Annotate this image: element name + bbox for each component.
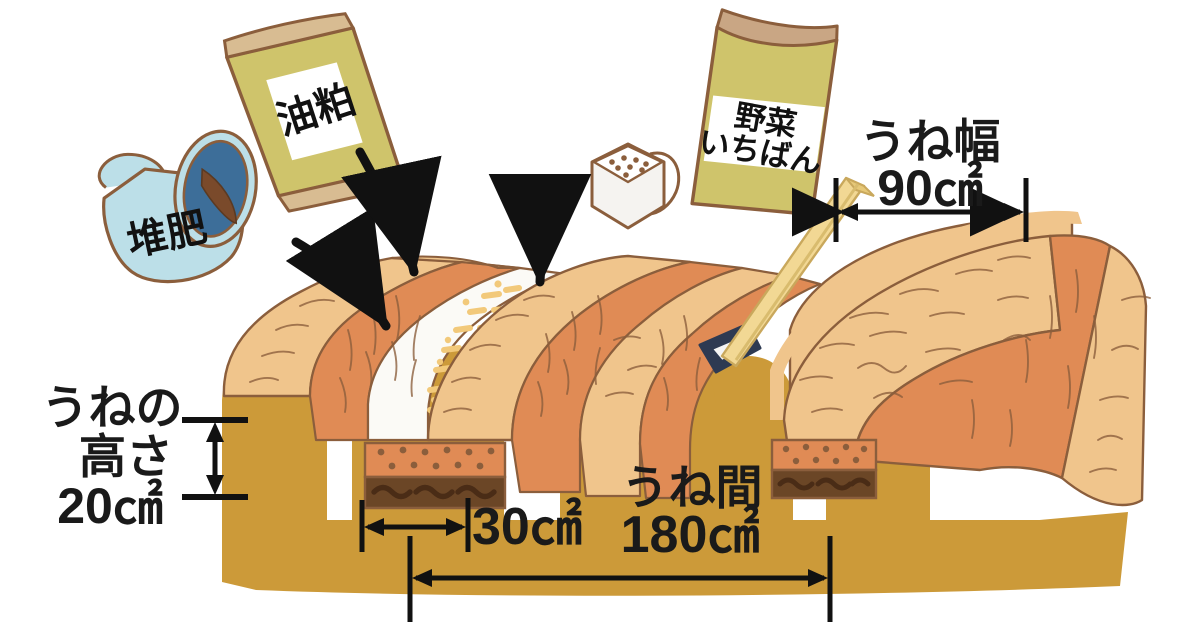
- dim-arrowhead-left-30: [364, 518, 384, 536]
- granule-dots-left: [377, 446, 495, 470]
- vegbest-bag-icon: 野菜 いちばん: [690, 8, 839, 217]
- compost-wave-left: [371, 484, 497, 500]
- arrow-oilcake-to-ridge[interactable]: [341, 147, 442, 277]
- buried-orange-layer-right: [770, 438, 878, 472]
- dim-arrowhead-left-90: [838, 203, 858, 221]
- dimension-trench-width: 30㎠: [359, 497, 582, 556]
- label-une-kan: うね間: [622, 461, 763, 514]
- dimension-ridge-width: うね幅 90㎠: [792, 115, 1029, 242]
- compost-bucket-icon: 堆肥: [97, 129, 258, 284]
- dim-arrowhead-right-30: [446, 518, 466, 536]
- label-takasa: 高さ: [79, 430, 173, 483]
- granule-dots-right: [782, 443, 868, 465]
- dim-arrowhead-up-20: [206, 422, 224, 442]
- label-20cm: 20㎠: [57, 478, 163, 534]
- compost-content: [200, 167, 238, 225]
- dimension-ridge-spacing: うね間 180㎠: [407, 461, 833, 622]
- buried-dark-layer-right: [770, 468, 878, 500]
- dim-arrowhead-down-20: [206, 475, 224, 495]
- dim-arrowhead-left-180: [412, 569, 432, 587]
- bag-top-fold: [715, 8, 839, 47]
- bag-label-panel: [266, 62, 363, 161]
- buried-fertilizer-right: [770, 438, 878, 500]
- label-une-no: うねの: [42, 381, 183, 434]
- label-30cm: 30㎠: [472, 497, 582, 556]
- ridge-right-face: [770, 210, 1082, 420]
- soil-texture-mid: [443, 294, 701, 417]
- compost-wave-right: [777, 477, 871, 491]
- bag-label-panel: [703, 95, 825, 173]
- ridge-right-group: [770, 210, 1151, 507]
- label-90cm: 90㎠: [877, 160, 983, 216]
- cup-opening: [591, 144, 665, 184]
- label-180cm: 180㎠: [621, 505, 760, 564]
- arrow-compost-to-ridge[interactable]: [285, 207, 391, 331]
- bag-top-fold: [222, 12, 356, 60]
- dim-arrowhead-right-180: [808, 569, 828, 587]
- soil-texture-right: [799, 255, 1151, 473]
- measuring-cup-icon: [590, 142, 681, 230]
- dimension-ridge-height: うねの 高さ 20㎠: [42, 381, 248, 534]
- dim-arrowhead-right-90: [1004, 203, 1024, 221]
- cup-granules: [609, 155, 649, 178]
- cup-handle: [647, 151, 681, 216]
- application-arrows: [285, 147, 592, 331]
- ridge-mid-band2-orange: [638, 274, 822, 500]
- buried-orange-layer-left: [363, 441, 507, 479]
- ridge-right-far-slope: [1060, 244, 1148, 507]
- arrow-cup-to-trench[interactable]: [488, 173, 592, 287]
- ridge-middle-group: [426, 254, 822, 500]
- label-une-haba: うね幅: [860, 115, 1001, 168]
